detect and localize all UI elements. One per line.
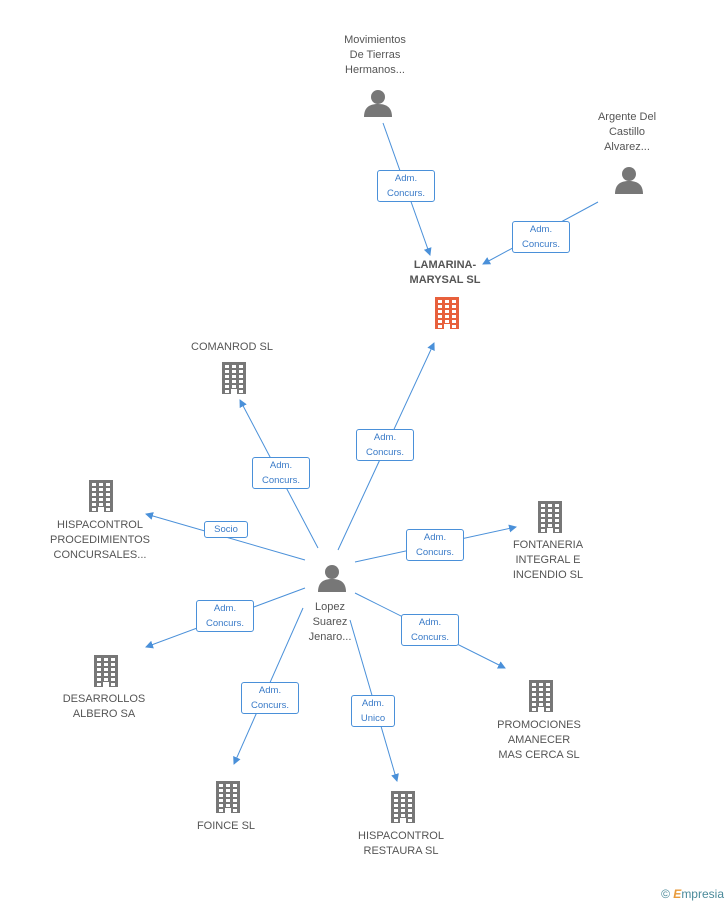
- node-label-movimientos[interactable]: Movimientos De Tierras Hermanos...: [320, 33, 430, 78]
- building-icon-foince[interactable]: [213, 779, 243, 818]
- edge-label-lopez-desarrollos[interactable]: Adm. Concurs.: [196, 600, 254, 632]
- brand-mark: © Empresia: [661, 887, 724, 901]
- node-label-foince[interactable]: FOINCE SL: [176, 819, 276, 834]
- building-icon-promociones[interactable]: [526, 678, 556, 717]
- brand-name: mpresia: [681, 887, 724, 901]
- edge-label-lopez-promociones[interactable]: Adm. Concurs.: [401, 614, 459, 646]
- edge-label-lopez-foince[interactable]: Adm. Concurs.: [241, 682, 299, 714]
- edge-label-argente-lamarina[interactable]: Adm. Concurs.: [512, 221, 570, 253]
- node-text-hispacontrol_rest: HISPACONTROL RESTAURA SL: [358, 830, 444, 857]
- node-text-comanrod: COMANROD SL: [191, 340, 273, 353]
- building-icon-comanrod[interactable]: [219, 360, 249, 399]
- person-icon-lopez[interactable]: [317, 564, 347, 597]
- node-text-foince: FOINCE SL: [196, 819, 256, 832]
- node-label-promociones[interactable]: PROMOCIONES AMANECER MAS CERCA SL: [479, 718, 599, 763]
- person-icon-argente[interactable]: [614, 166, 644, 199]
- node-label-hispacontrol_proc[interactable]: HISPACONTROL PROCEDIMIENTOS CONCURSALES.…: [30, 518, 170, 563]
- building-icon-desarrollos[interactable]: [91, 653, 121, 692]
- building-icon-lamarina[interactable]: [432, 295, 462, 334]
- building-icon-hispacontrol_rest[interactable]: [388, 789, 418, 828]
- node-label-lopez[interactable]: Lopez Suarez Jenaro...: [280, 600, 380, 645]
- node-text-movimientos: Movimientos De Tierras Hermanos...: [344, 33, 406, 76]
- node-label-comanrod[interactable]: COMANROD SL: [172, 340, 292, 355]
- node-text-lamarina: LAMARINA- MARYSAL SL: [409, 259, 481, 286]
- node-text-hispacontrol_proc: HISPACONTROL PROCEDIMIENTOS CONCURSALES.…: [49, 518, 151, 561]
- building-icon-hispacontrol_proc[interactable]: [86, 478, 116, 517]
- brand-logo-e: E: [673, 887, 682, 901]
- edge-label-lopez-comanrod[interactable]: Adm. Concurs.: [252, 457, 310, 489]
- node-text-fontaneria: FONTANERIA INTEGRAL E INCENDIO SL: [512, 538, 584, 581]
- node-text-lopez: Lopez Suarez Jenaro...: [308, 600, 352, 643]
- node-label-hispacontrol_rest[interactable]: HISPACONTROL RESTAURA SL: [341, 829, 461, 859]
- edge-label-movimientos-lamarina[interactable]: Adm. Concurs.: [377, 170, 435, 202]
- node-text-promociones: PROMOCIONES AMANECER MAS CERCA SL: [497, 718, 581, 761]
- copyright-symbol: ©: [661, 887, 670, 901]
- node-label-lamarina[interactable]: LAMARINA- MARYSAL SL: [385, 258, 505, 288]
- node-label-desarrollos[interactable]: DESARROLLOS ALBERO SA: [44, 692, 164, 722]
- node-text-desarrollos: DESARROLLOS ALBERO SA: [62, 693, 146, 720]
- node-label-argente[interactable]: Argente Del Castillo Alvarez...: [572, 110, 682, 155]
- edge-label-lopez-lamarina[interactable]: Adm. Concurs.: [356, 429, 414, 461]
- edge-label-lopez-fontaneria[interactable]: Adm. Concurs.: [406, 529, 464, 561]
- edge-label-lopez-hispacontrol_rest[interactable]: Adm. Unico: [351, 695, 395, 727]
- edge-label-lopez-hispacontrol_proc[interactable]: Socio: [204, 520, 248, 538]
- node-label-fontaneria[interactable]: FONTANERIA INTEGRAL E INCENDIO SL: [488, 538, 608, 583]
- person-icon-movimientos[interactable]: [363, 89, 393, 122]
- node-text-argente: Argente Del Castillo Alvarez...: [597, 110, 657, 153]
- building-icon-fontaneria[interactable]: [535, 499, 565, 538]
